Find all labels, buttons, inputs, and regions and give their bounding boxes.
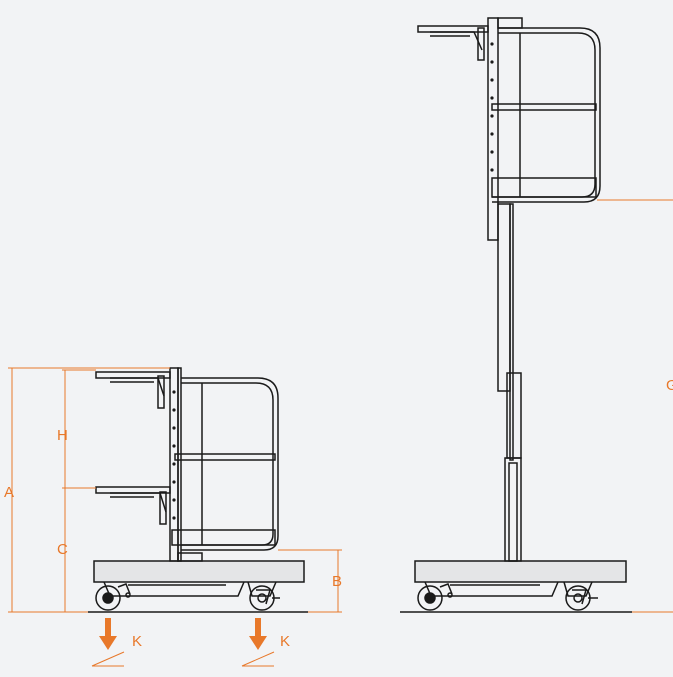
load-line-k1 [91, 651, 125, 667]
load-arrow-k2 [249, 618, 267, 650]
front-wheel-left [95, 583, 131, 611]
chassis-left [103, 581, 245, 597]
label-g: G [666, 377, 673, 394]
label-c: C [57, 541, 68, 558]
mast-section-bottom [504, 457, 522, 562]
lower-tray-left [95, 486, 171, 525]
mast-section-middle [506, 372, 522, 459]
rear-wheel-left [247, 581, 280, 611]
lowered-lift [88, 367, 308, 613]
base-platform-right [414, 560, 627, 583]
upper-tray-left [95, 371, 171, 409]
mast-holes-right [490, 42, 494, 172]
label-b: B [332, 573, 342, 590]
label-k1: K [132, 633, 142, 650]
label-a: A [4, 484, 14, 501]
load-line-k2 [241, 651, 275, 667]
guard-rail-left [171, 377, 279, 551]
dimension-lines [8, 199, 673, 667]
load-arrow-k1 [99, 618, 117, 650]
front-wheel-right [417, 583, 453, 611]
raised-lift [400, 17, 632, 613]
rear-wheel-right [563, 581, 598, 611]
guard-rail-right [491, 27, 601, 203]
label-k2: K [280, 633, 290, 650]
base-platform-left [93, 560, 305, 583]
chassis-right [424, 581, 559, 597]
upper-tray-right [417, 25, 489, 61]
dimension-labels: A H C B G K K [4, 377, 673, 650]
head-column-right [487, 17, 499, 241]
label-h: H [57, 427, 68, 444]
mast-holes-left [172, 390, 176, 520]
load-arrows [99, 618, 267, 650]
mast-section-top [497, 203, 511, 392]
